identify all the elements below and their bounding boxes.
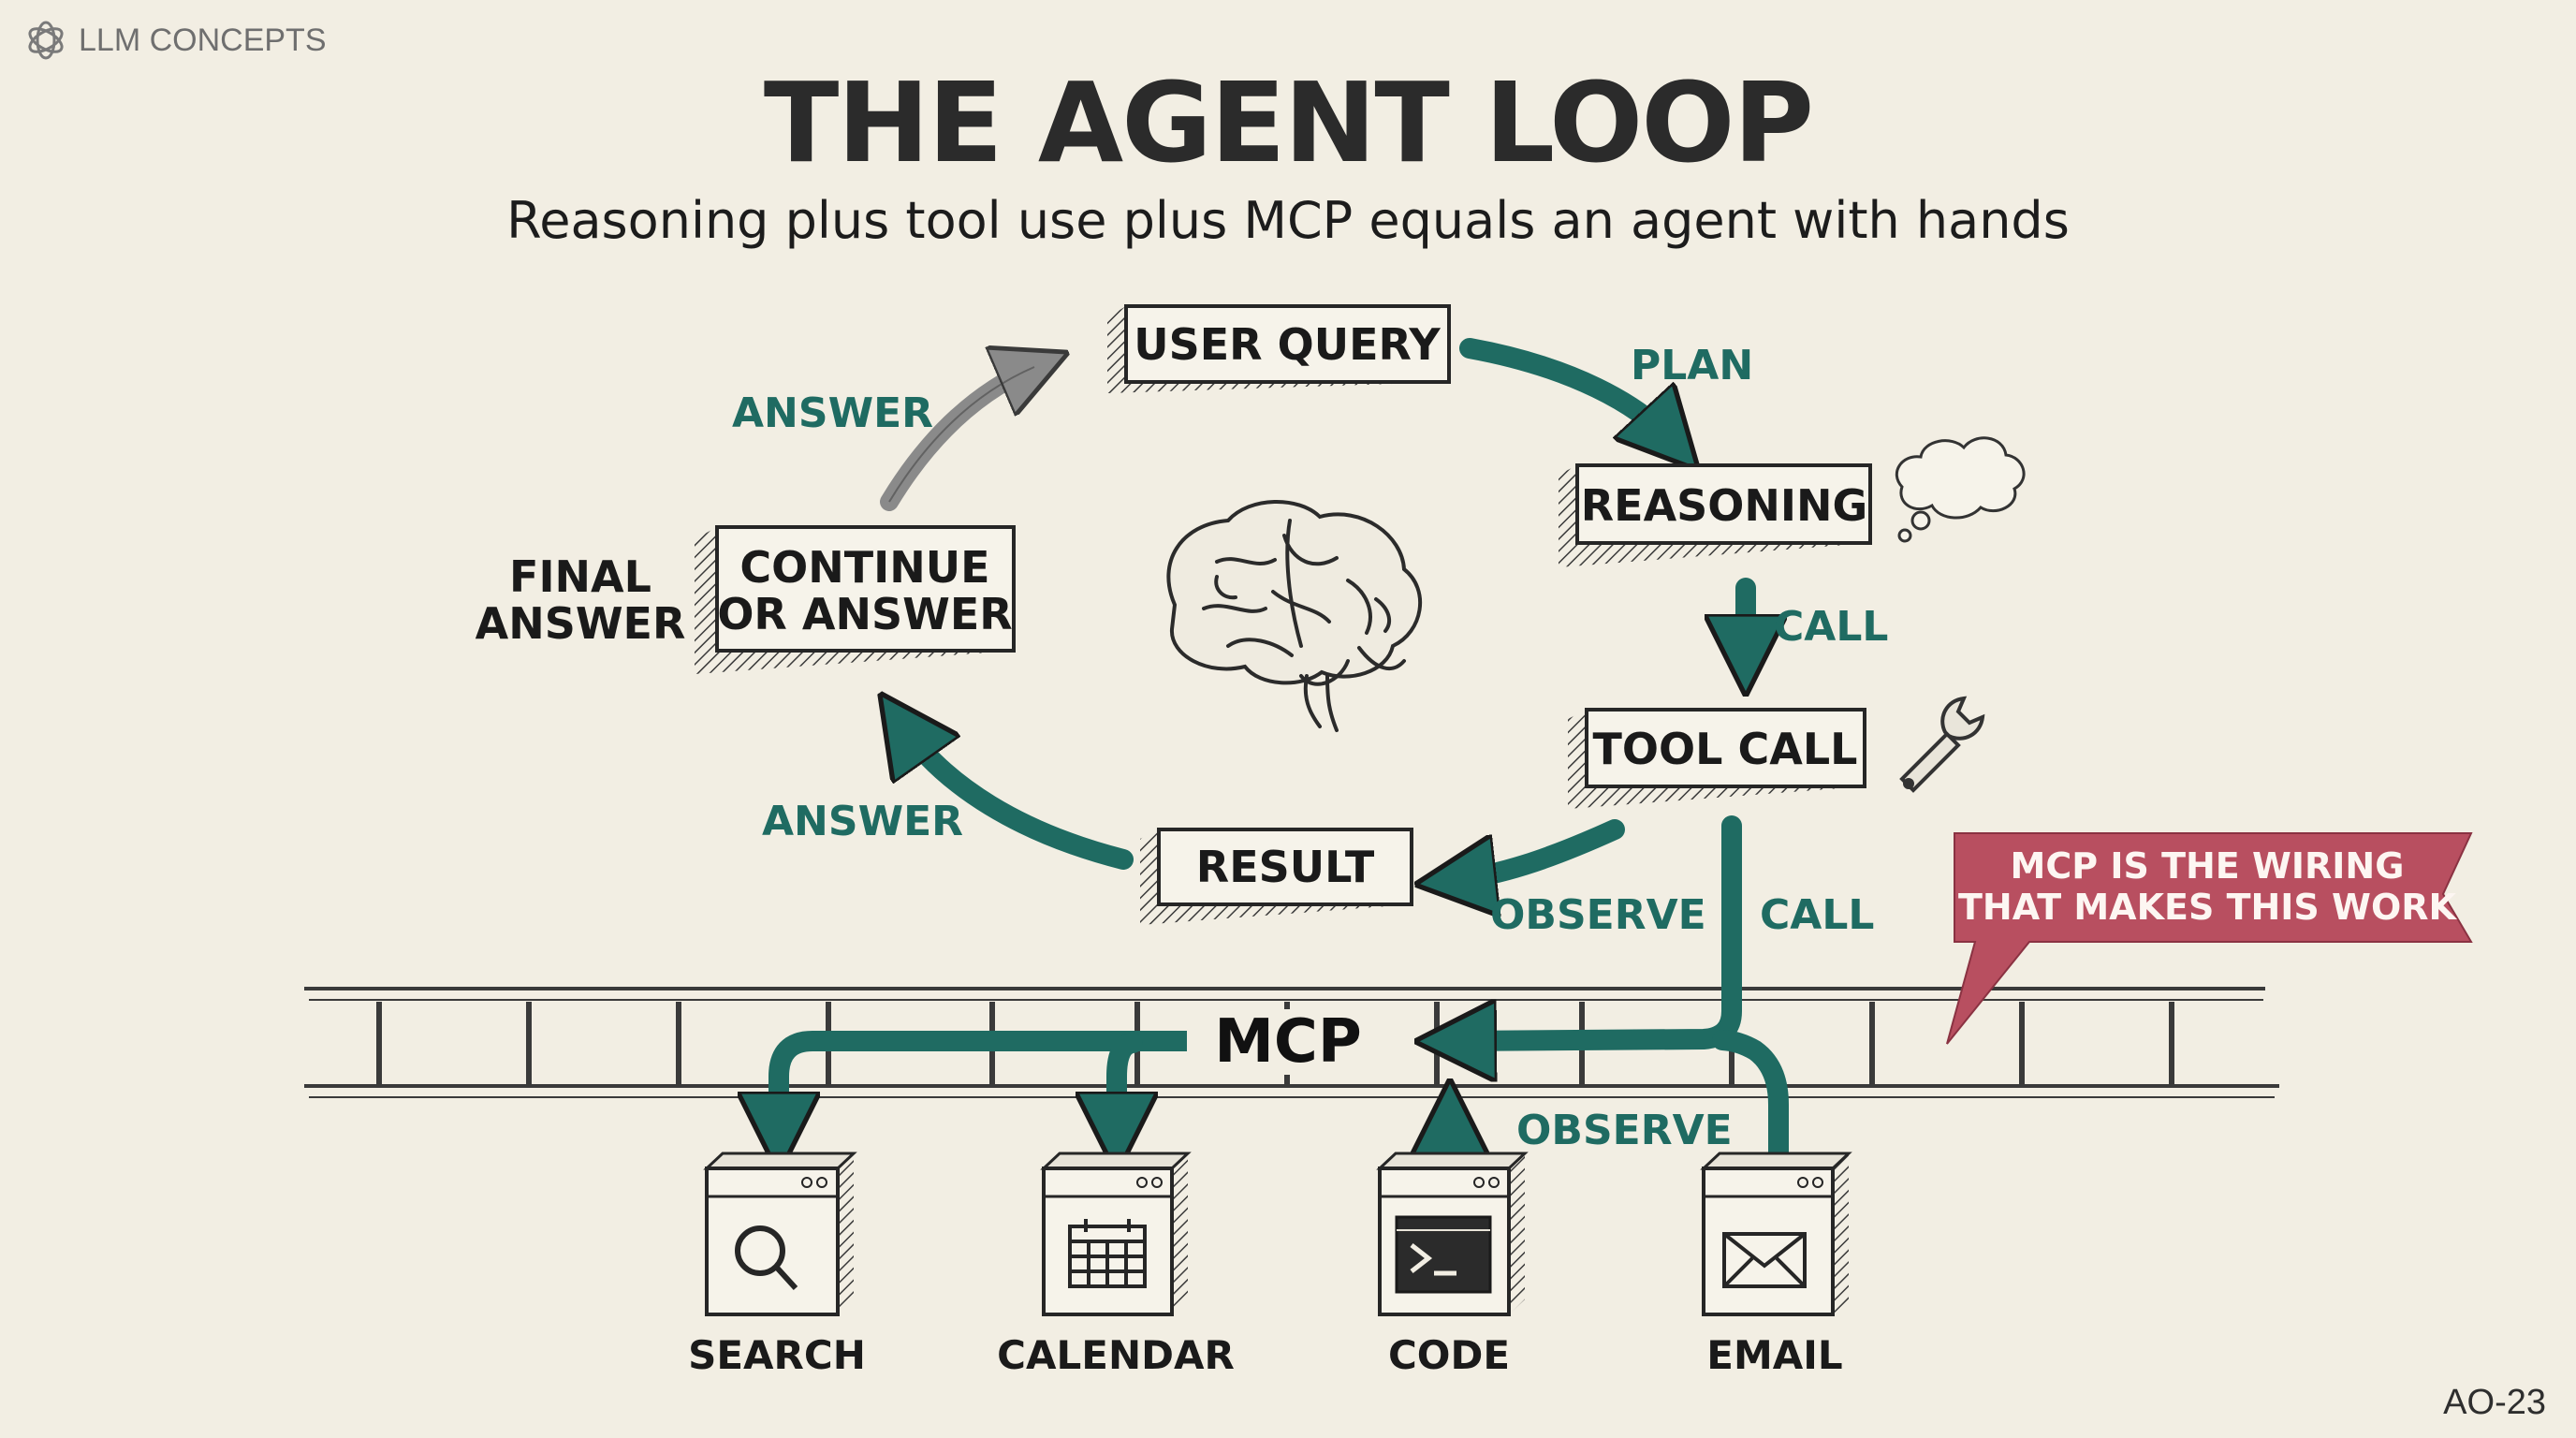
callout-line1: MCP IS THE WIRING (2011, 845, 2405, 887)
openai-knot-icon (28, 21, 64, 60)
reasoning-node: REASONING (1559, 463, 1872, 567)
tool-label-code: CODE (1388, 1332, 1510, 1378)
mcp-label-bg (1187, 1009, 1382, 1075)
edge-label-plan: PLAN (1631, 342, 1753, 389)
tool-call-label: TOOL CALL (1593, 724, 1858, 774)
user-query-node: USER QUERY (1107, 304, 1451, 393)
arrow-answer-bottom (903, 726, 1134, 870)
mcp-callout: MCP IS THE WIRING THAT MAKES THIS WORK (1946, 832, 2473, 1045)
wire-email-up (1712, 1030, 1789, 1179)
tool-label-email: EMAIL (1706, 1332, 1842, 1378)
brand-label: LLM CONCEPTS (79, 22, 327, 58)
tool-call-node: TOOL CALL (1568, 708, 1866, 809)
continue-label-line1: CONTINUE (739, 542, 989, 593)
result-node: RESULT (1140, 828, 1413, 925)
callout-line2: THAT MAKES THIS WORK (1958, 887, 2457, 928)
tool-search: SEARCH (688, 1152, 866, 1378)
envelope-icon (1722, 1232, 1807, 1288)
result-label: RESULT (1196, 842, 1375, 892)
wire-mcp-calendar (1117, 1033, 1133, 1133)
edge-label-answer-bottom: ANSWER (762, 798, 963, 845)
arrow-plan (1459, 338, 1671, 440)
edge-label-answer-top: ANSWER (732, 389, 933, 437)
mcp-label: MCP (1214, 1007, 1362, 1077)
final-answer-label-line2: ANSWER (476, 598, 686, 649)
thought-cloud-icon (1895, 436, 2026, 543)
edge-label-call-mcp: CALL (1760, 891, 1874, 939)
search-icon (735, 1225, 798, 1291)
edge-label-observe-code: OBSERVE (1516, 1107, 1733, 1154)
reasoning-label: REASONING (1581, 480, 1868, 531)
user-query-label: USER QUERY (1134, 319, 1441, 370)
tool-code: CODE (1376, 1152, 1529, 1378)
tool-calendar: CALENDAR (997, 1152, 1235, 1378)
tool-label-search: SEARCH (688, 1332, 866, 1378)
tool-email: EMAIL (1700, 1152, 1852, 1378)
terminal-icon (1395, 1215, 1492, 1294)
edge-label-observe-result: OBSERVE (1490, 891, 1706, 939)
wrench-icon (1899, 696, 1985, 793)
calendar-icon (1068, 1219, 1147, 1288)
final-answer-label-line1: FINAL (509, 551, 651, 602)
page-code: AO-23 (2443, 1383, 2546, 1422)
tool-label-calendar: CALENDAR (997, 1332, 1235, 1378)
page-subtitle: Reasoning plus tool use plus MCP equals … (506, 191, 2070, 250)
arrow-observe-result (1456, 819, 1625, 880)
continue-label-line2: OR ANSWER (717, 589, 1012, 639)
page-title: THE AGENT LOOP (763, 58, 1814, 187)
brand: LLM CONCEPTS (24, 17, 327, 64)
edge-label-call-reasoning: CALL (1774, 603, 1888, 651)
brain-icon (1166, 500, 1422, 732)
continue-or-answer-node: CONTINUE OR ANSWER (695, 525, 1016, 674)
wire-mcp-search (779, 1031, 1199, 1133)
